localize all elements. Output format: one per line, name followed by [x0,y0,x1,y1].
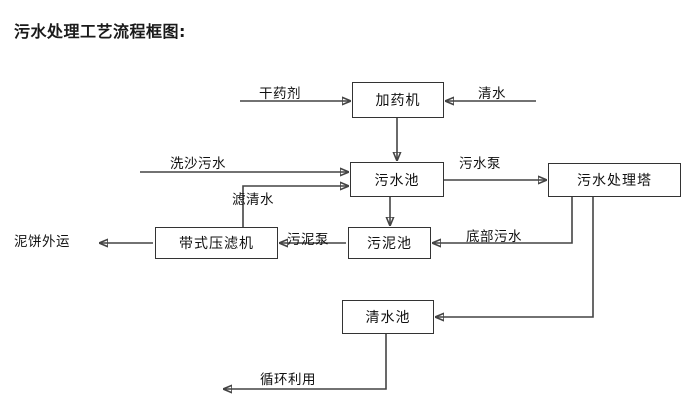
node-label: 污水池 [374,172,420,189]
edge-label-sand-washing-sewage: 洗沙污水 [170,156,226,172]
node-label: 污水处理塔 [577,173,652,189]
edge-label-sewage-pump: 污水泵 [459,156,501,172]
edge-label-bottom-sewage: 底部污水 [466,229,522,245]
edge-label-recycle-reuse: 循环利用 [260,372,316,388]
node-label: 加药机 [375,93,421,109]
terminal-label-mud-cake-out: 泥饼外运 [14,234,70,250]
node-sewage-pool[interactable]: 污水池 [350,162,444,197]
node-clear-water-pool[interactable]: 清水池 [342,300,434,334]
edge-label-dry-chemical: 干药剂 [259,86,301,102]
edge-label-sludge-pump: 污泥泵 [287,232,329,248]
page-title: 污水处理工艺流程框图: [14,22,186,41]
node-label: 污泥池 [367,236,412,252]
node-dosing-machine[interactable]: 加药机 [352,82,444,118]
edge-label-clean-water: 清水 [478,86,506,102]
edge-label-filtrate-water: 滤清水 [232,192,274,208]
node-belt-filter-press[interactable]: 带式压滤机 [155,227,278,259]
node-sludge-pool[interactable]: 污泥池 [348,227,431,259]
wire-tower-to-clear [436,197,594,317]
node-label: 带式压滤机 [179,236,254,252]
node-label: 清水池 [365,310,411,326]
node-treatment-tower[interactable]: 污水处理塔 [548,163,681,197]
